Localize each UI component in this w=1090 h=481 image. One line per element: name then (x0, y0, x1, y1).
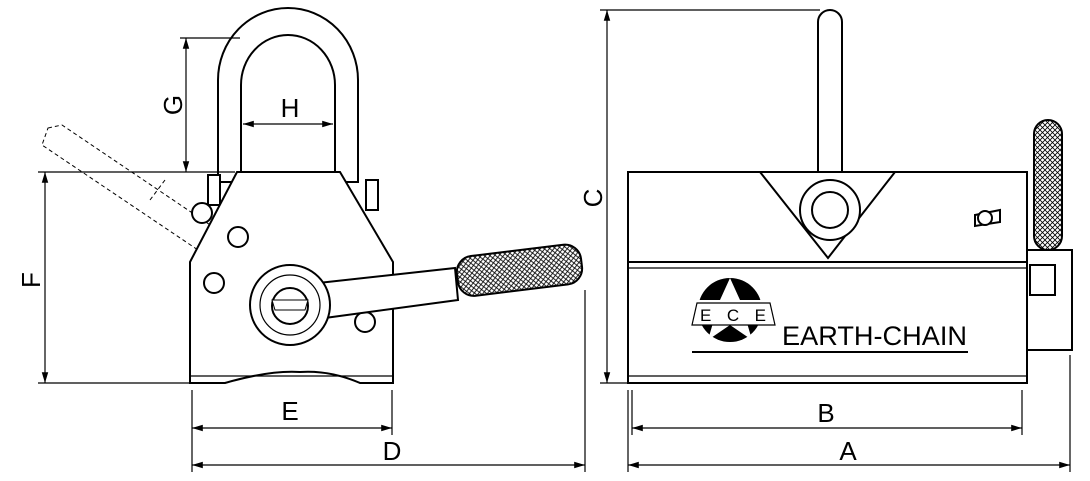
label-D: D (383, 436, 402, 466)
shackle-pin-right (365, 179, 379, 211)
label-F: F (16, 272, 46, 288)
label-A: A (839, 436, 857, 466)
bolt-hole (354, 311, 376, 333)
side-view (41, 7, 584, 384)
bolt-hole (191, 202, 213, 224)
label-C: C (578, 189, 608, 208)
lug-ring (799, 179, 861, 241)
label-G: G (158, 95, 188, 115)
dimension-lines: E D F G H C B A (16, 9, 1071, 472)
brand-logo: ECE EARTH-CHAIN (691, 278, 968, 353)
front-handle-grip (1033, 119, 1063, 251)
bolt-hole (227, 226, 249, 248)
front-view: ECE EARTH-CHAIN (627, 9, 1073, 384)
handle-grip (455, 243, 584, 297)
shackle-pin-left (207, 174, 221, 206)
handle-alternate-position (41, 124, 266, 286)
shackle (217, 7, 359, 183)
label-B: B (817, 398, 834, 428)
brand-text: EARTH-CHAIN (782, 321, 967, 351)
label-H: H (281, 93, 300, 123)
label-E: E (281, 396, 298, 426)
logo-text: ECE (700, 306, 766, 325)
bolt-hole (203, 272, 225, 294)
